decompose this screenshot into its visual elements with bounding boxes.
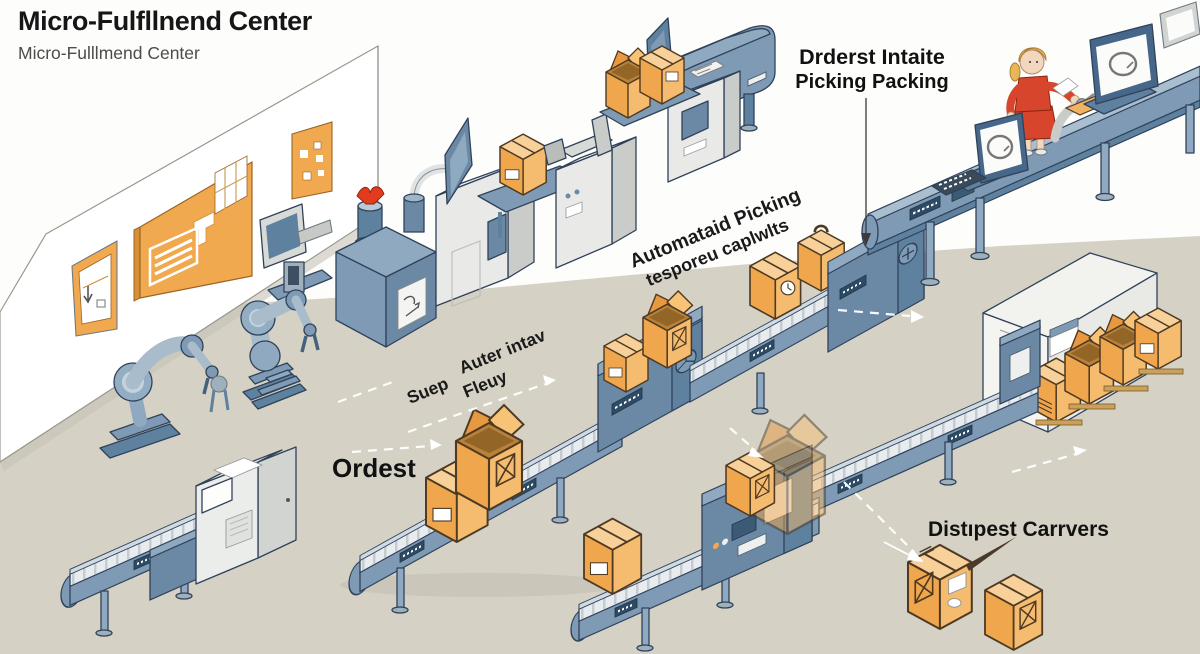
pallet [1068, 403, 1116, 410]
pallet-box [1134, 307, 1182, 370]
laptop-2 [1083, 23, 1159, 115]
label-dispatch: Distıpest Carrvers [928, 518, 1109, 541]
pallet [1138, 368, 1184, 375]
arrow-down-icon [83, 286, 93, 304]
scanner-cabinet [555, 136, 637, 269]
page-title: Micro-Fulfllnend Center [18, 6, 313, 36]
carton-box [725, 451, 776, 517]
barcode-icon [1038, 397, 1053, 414]
carton-box [499, 133, 547, 196]
conveyor-outbound [807, 374, 1039, 515]
conveyor-leg [636, 607, 654, 652]
wall-signboard-large [133, 155, 253, 302]
robot-arm-1 [99, 334, 224, 459]
flow-arrow-6 [843, 481, 915, 553]
outbound-end-unit [999, 319, 1041, 405]
box-handle [813, 224, 829, 233]
sorter-screen [731, 513, 757, 542]
flow-arrow-8 [883, 541, 914, 558]
keyboard-tray [931, 169, 987, 196]
flow-arrow-5 [729, 427, 756, 451]
robot-arm-2 [240, 289, 320, 401]
label-order-intake-line2: Picking Packing [795, 71, 948, 93]
bench-leg [920, 221, 940, 287]
needle-pointer [966, 537, 1016, 571]
worker-head [1019, 49, 1045, 75]
carton-box [749, 251, 802, 320]
conveyor-leg [751, 372, 769, 415]
scanner-window [201, 477, 233, 514]
pallet-box [1031, 357, 1082, 423]
station-screen [266, 213, 300, 259]
carton-box [603, 333, 649, 393]
conveyor-leg [391, 567, 409, 614]
mini-claw-unit [209, 375, 230, 413]
flow-arrow-2 [407, 382, 546, 434]
screen-circle-icon [1108, 51, 1138, 77]
packing-paper [1052, 77, 1079, 97]
flow-arrows [337, 308, 1087, 562]
label-orders: Ordest [332, 453, 416, 483]
carton-box [454, 403, 525, 512]
conveyor-leg [551, 477, 569, 524]
instruction-panel [397, 276, 427, 331]
scanner-machine [195, 446, 297, 585]
corner-monitor [1159, 1, 1200, 49]
flow-arrow-7 [1011, 452, 1077, 474]
monitor-station [259, 203, 333, 301]
machine-label-plate [611, 386, 643, 416]
pallet [1035, 419, 1083, 426]
carton-box [639, 45, 685, 105]
bench-leg [1185, 104, 1195, 154]
flow-arrow-3 [351, 444, 431, 454]
red-flag-ornament [356, 186, 385, 205]
wall-signboard-small [71, 240, 118, 337]
conveyor-shadow [340, 573, 620, 597]
worker-torso [1014, 75, 1052, 113]
bench-label-plate [909, 195, 941, 221]
pick-gantry-arm [543, 113, 613, 166]
page-subtitle: Micro-Fulllmend Center [18, 43, 200, 63]
laptop-screen [1096, 34, 1151, 96]
conveyor-leg [939, 441, 957, 486]
parcel-box-2 [984, 573, 1044, 651]
flow-arrow-1 [337, 378, 399, 404]
laptop-screen [980, 120, 1022, 175]
carton-box [583, 517, 643, 595]
infeed-hopper [149, 523, 209, 601]
carton-box [797, 224, 845, 292]
conveyor-leg [716, 564, 734, 609]
barcode-icon [919, 545, 935, 556]
robot-gripper [300, 333, 320, 353]
bench-end-cap [861, 214, 879, 250]
scanner-vent [225, 509, 253, 549]
pedestal-stack [251, 369, 307, 410]
carton-box [642, 290, 694, 369]
screen-circle-icon [986, 134, 1014, 160]
wall-signboard-right [291, 121, 333, 200]
bench-leg [970, 197, 990, 261]
worker-hair [1018, 47, 1047, 63]
parcel-box-1 [906, 543, 973, 631]
carton-box [425, 459, 489, 543]
conveyor-leg [95, 590, 113, 637]
bench-leg [1095, 142, 1115, 202]
flow-arrow-4 [837, 308, 911, 318]
signboard-text-panel [148, 226, 199, 287]
pallet [1103, 385, 1149, 392]
label-order-intake-line1: Drderst Intaite [799, 45, 945, 69]
leader-arrow [861, 98, 871, 246]
cabinet-screen [681, 100, 709, 141]
shipping-label [948, 571, 967, 595]
scanner-lid [212, 457, 264, 479]
signboard-t-icon [193, 211, 215, 247]
